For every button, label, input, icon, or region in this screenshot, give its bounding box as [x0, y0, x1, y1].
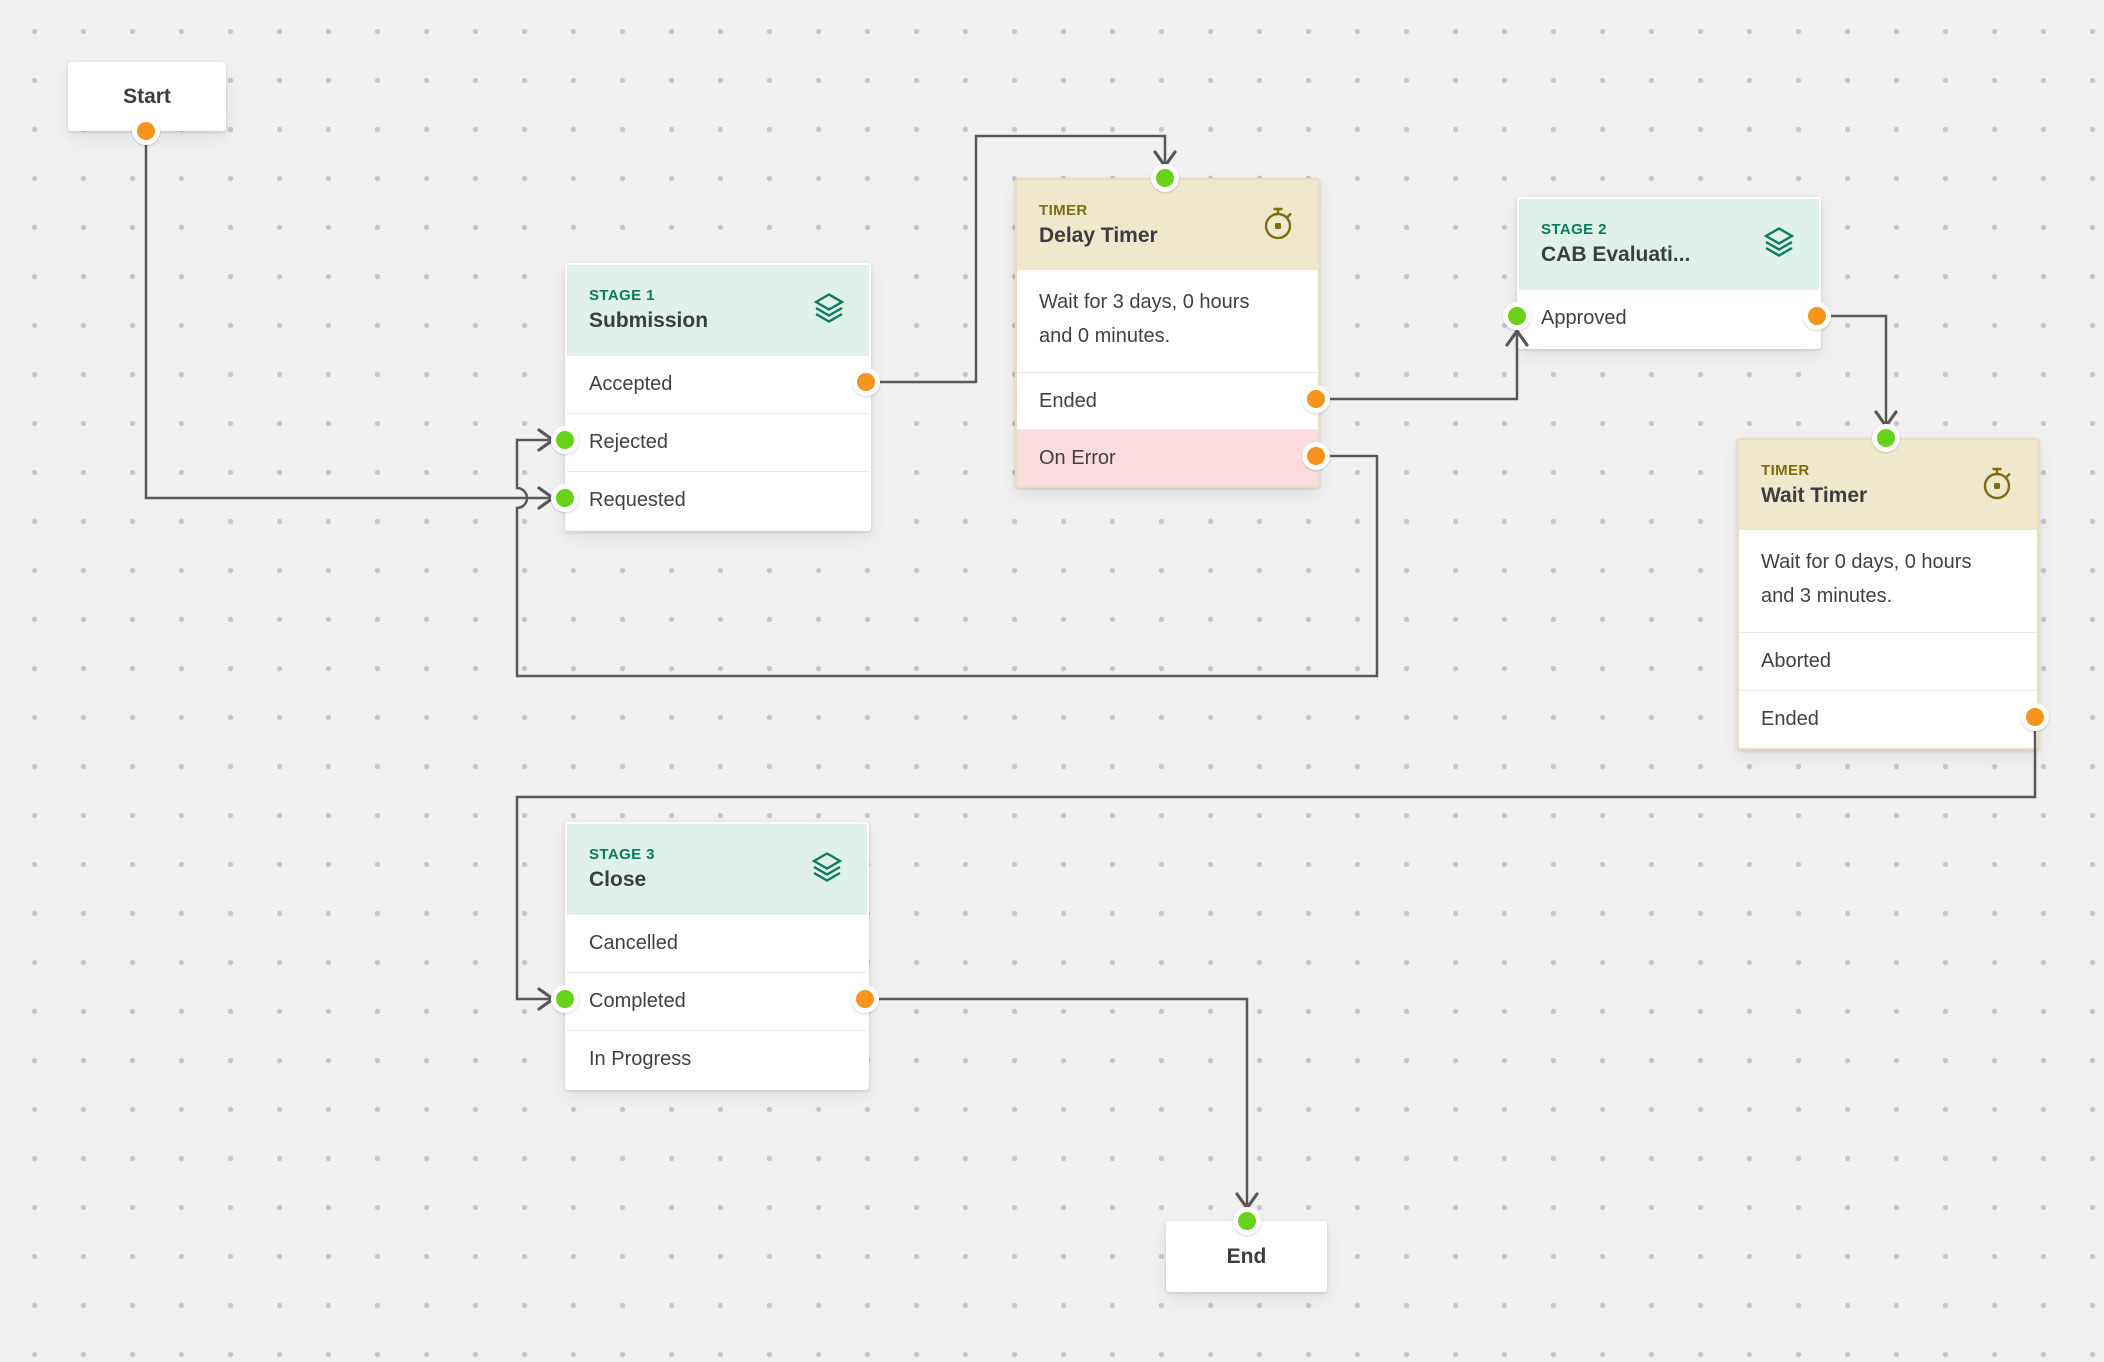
row-label: Completed — [589, 990, 686, 1012]
wait-timer-row-ended[interactable]: Ended — [1739, 690, 2037, 748]
node-stage-3[interactable]: STAGE 3 Close Cancelled Completed In Pro… — [565, 822, 869, 1090]
stage2-row-approved[interactable]: Approved — [1519, 289, 1819, 347]
edge-start-to-requested[interactable] — [144, 131, 550, 500]
delay-timer-header: TIMER Delay Timer — [1017, 180, 1318, 270]
port-stage2-approved-input[interactable] — [1503, 302, 1531, 330]
row-label: On Error — [1039, 446, 1116, 469]
stage2-title: CAB Evaluati... — [1541, 243, 1691, 266]
port-wait-timer-ended-output[interactable] — [2021, 703, 2049, 731]
port-end-input[interactable] — [1233, 1207, 1261, 1235]
end-label: End — [1226, 1244, 1267, 1268]
row-label: Rejected — [589, 431, 668, 453]
stage3-type-label: STAGE 3 — [589, 846, 655, 863]
stage3-row-completed[interactable]: Completed — [567, 972, 867, 1030]
row-label: In Progress — [589, 1048, 692, 1070]
wait-timer-title: Wait Timer — [1761, 484, 1868, 507]
wait-timer-row-aborted[interactable]: Aborted — [1739, 632, 2037, 690]
stage2-header: STAGE 2 CAB Evaluati... — [1519, 199, 1819, 289]
wait-timer-description: Wait for 0 days, 0 hours and 3 minutes. — [1739, 530, 2037, 632]
stage3-row-in-progress[interactable]: In Progress — [567, 1030, 867, 1088]
stage1-header: STAGE 1 Submission — [567, 265, 869, 355]
layers-icon — [1761, 224, 1797, 265]
edge-completed-to-end[interactable] — [865, 997, 1249, 1205]
delay-timer-row-on-error[interactable]: On Error — [1017, 429, 1318, 486]
row-label: Cancelled — [589, 932, 678, 954]
stage1-title: Submission — [589, 309, 709, 332]
stopwatch-icon — [1979, 465, 2015, 506]
row-label: Aborted — [1761, 650, 1832, 672]
stage3-header: STAGE 3 Close — [567, 824, 867, 914]
stage3-row-cancelled[interactable]: Cancelled — [567, 914, 867, 972]
edge-ended-to-approved[interactable] — [1316, 334, 1519, 401]
stage1-row-accepted[interactable]: Accepted — [567, 355, 869, 413]
port-stage1-rejected-input[interactable] — [551, 426, 579, 454]
node-stage-1[interactable]: STAGE 1 Submission Accepted Rejected Req… — [565, 263, 871, 531]
port-stage3-completed-output[interactable] — [851, 985, 879, 1013]
port-stage2-approved-output[interactable] — [1803, 302, 1831, 330]
delay-timer-row-ended[interactable]: Ended — [1017, 372, 1318, 429]
layers-icon — [809, 849, 845, 890]
row-label: Requested — [589, 489, 686, 511]
wait-timer-header: TIMER Wait Timer — [1739, 440, 2037, 530]
row-label: Approved — [1541, 307, 1627, 329]
stage1-type-label: STAGE 1 — [589, 287, 655, 304]
edge-approved-to-wait-timer[interactable] — [1817, 314, 1888, 423]
port-stage3-completed-input[interactable] — [551, 985, 579, 1013]
stage2-type-label: STAGE 2 — [1541, 221, 1607, 238]
node-delay-timer[interactable]: TIMER Delay Timer Wait for 3 days, 0 hou… — [1015, 178, 1320, 488]
stage1-row-requested[interactable]: Requested — [567, 471, 869, 529]
edge-accepted-to-delay-timer[interactable] — [866, 134, 1167, 384]
port-delay-timer-input[interactable] — [1151, 164, 1179, 192]
stopwatch-icon — [1260, 205, 1296, 246]
stage3-title: Close — [589, 868, 647, 891]
node-stage-2[interactable]: STAGE 2 CAB Evaluati... Approved — [1517, 197, 1821, 349]
stage1-row-rejected[interactable]: Rejected — [567, 413, 869, 471]
layers-icon — [811, 290, 847, 331]
row-label: Accepted — [589, 373, 673, 395]
wait-timer-type-label: TIMER — [1761, 462, 1810, 479]
port-stage1-requested-input[interactable] — [551, 484, 579, 512]
port-delay-timer-on-error-output[interactable] — [1302, 442, 1330, 470]
node-wait-timer[interactable]: TIMER Wait Timer Wait for 0 days, 0 hour… — [1737, 438, 2039, 750]
port-delay-timer-ended-output[interactable] — [1302, 385, 1330, 413]
delay-timer-type-label: TIMER — [1039, 202, 1088, 219]
row-label: Ended — [1761, 708, 1819, 730]
port-stage1-accepted-output[interactable] — [852, 368, 880, 396]
row-label: Ended — [1039, 389, 1097, 412]
delay-timer-description: Wait for 3 days, 0 hours and 0 minutes. — [1017, 270, 1318, 372]
edge-wait-ended-to-completed[interactable] — [515, 717, 2037, 1001]
port-wait-timer-input[interactable] — [1872, 424, 1900, 452]
start-label: Start — [123, 84, 171, 108]
port-start-output[interactable] — [132, 117, 160, 145]
edge-on-error-to-rejected[interactable] — [515, 438, 1379, 678]
delay-timer-title: Delay Timer — [1039, 224, 1158, 247]
